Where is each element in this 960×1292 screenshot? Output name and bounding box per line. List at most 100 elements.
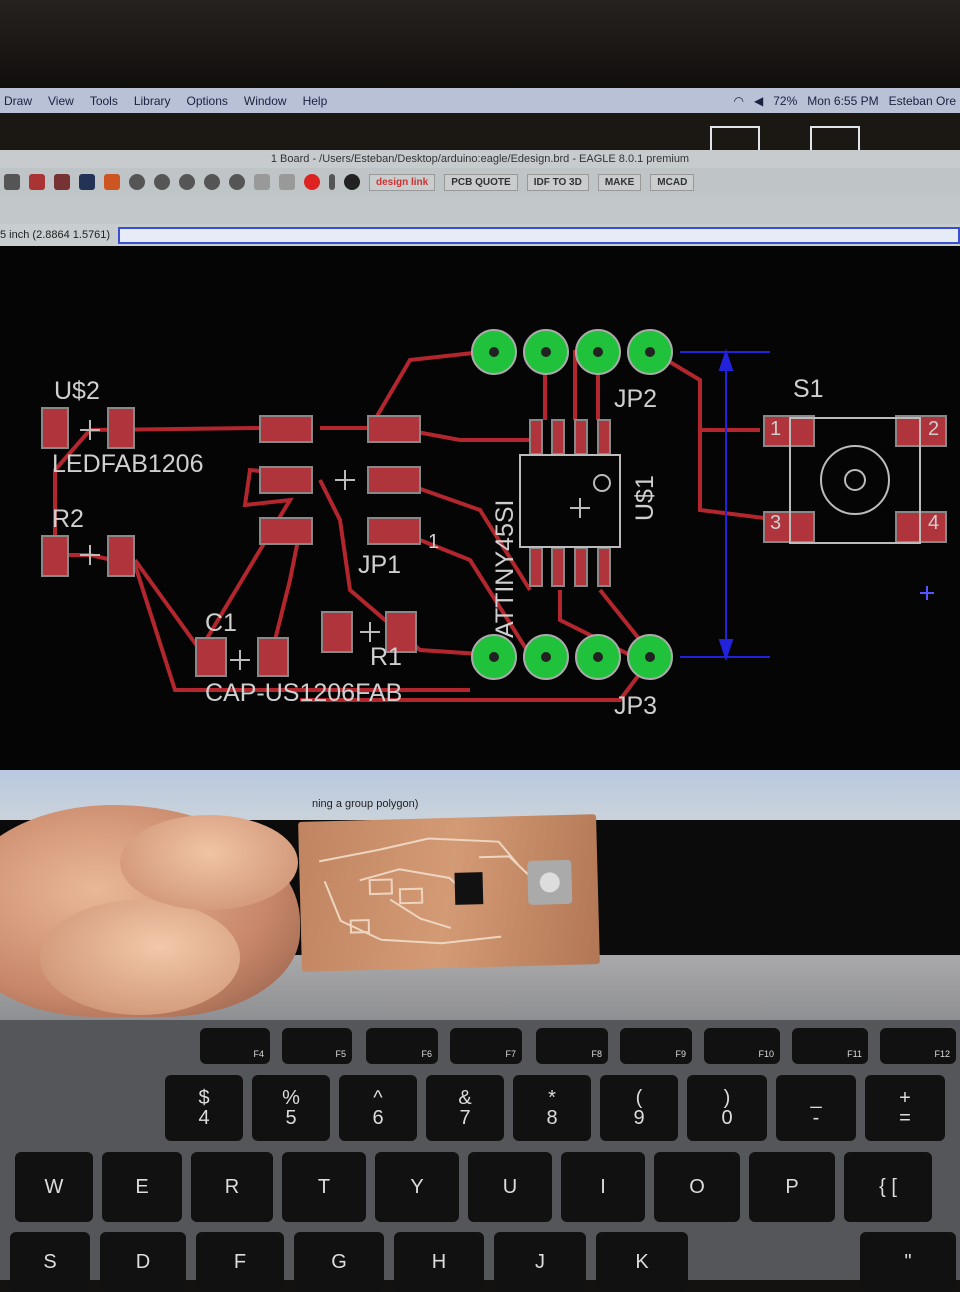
key-s[interactable]: S <box>10 1232 90 1292</box>
sch-icon[interactable] <box>29 174 45 190</box>
parameter-toolbar <box>0 196 960 224</box>
key-g[interactable]: G <box>294 1232 384 1292</box>
label-jp3: JP3 <box>614 692 658 720</box>
key-r[interactable]: R <box>191 1152 273 1222</box>
key-d[interactable]: D <box>100 1232 186 1292</box>
key-5[interactable]: %5 <box>252 1075 330 1141</box>
desktop-window-outline <box>810 126 860 152</box>
thumb <box>40 900 240 1015</box>
key-0[interactable]: )0 <box>687 1075 767 1141</box>
menu-options[interactable]: Options <box>186 93 228 108</box>
key-f12[interactable]: F12 <box>880 1028 956 1064</box>
label-s1-pin2: 2 <box>928 418 940 440</box>
key-f[interactable]: F <box>196 1232 284 1292</box>
menu-window[interactable]: Window <box>243 93 287 108</box>
pcb-quote-button[interactable]: PCB QUOTE <box>444 173 518 191</box>
label-s1: S1 <box>793 375 824 403</box>
menu-help[interactable]: Help <box>302 93 328 108</box>
key-i[interactable]: I <box>561 1152 645 1222</box>
label-jp1-pin: 1 <box>428 531 440 553</box>
zoom-in-icon[interactable] <box>154 174 170 190</box>
label-s1-pin4: 4 <box>928 512 940 534</box>
desktop-background <box>0 113 960 151</box>
help-icon[interactable] <box>344 174 360 190</box>
label-jp1: JP1 <box>358 551 402 579</box>
wifi-icon[interactable]: ◠ <box>733 93 744 108</box>
key-o[interactable]: O <box>654 1152 740 1222</box>
menu-library[interactable]: Library <box>133 93 171 108</box>
key-f8[interactable]: F8 <box>536 1028 608 1064</box>
key-h[interactable]: H <box>394 1232 484 1292</box>
redo-icon[interactable] <box>279 174 295 190</box>
key-k[interactable]: K <box>596 1232 688 1292</box>
key-equals[interactable]: += <box>865 1075 945 1141</box>
key-quote[interactable]: " <box>860 1232 956 1292</box>
key-p[interactable]: P <box>749 1152 835 1222</box>
make-button[interactable]: MAKE <box>597 173 642 191</box>
toolbar: design link PCB QUOTE IDF TO 3D MAKE MCA… <box>0 168 960 196</box>
label-u2: U$2 <box>54 377 100 405</box>
key-f10[interactable]: F10 <box>704 1028 780 1064</box>
ulp-icon[interactable] <box>104 174 120 190</box>
smd-pads <box>41 407 947 677</box>
design-link-button[interactable]: design link <box>369 173 436 191</box>
idf-to-3d-button[interactable]: IDF TO 3D <box>526 173 589 191</box>
key-f7[interactable]: F7 <box>450 1028 522 1064</box>
key-minus[interactable]: _- <box>776 1075 856 1141</box>
coordinate-readout: 5 inch (2.8864 1.5761) <box>0 229 111 241</box>
silkscreen <box>80 417 921 670</box>
label-s1-pin1: 1 <box>770 418 782 440</box>
zoom-out-icon[interactable] <box>179 174 195 190</box>
key-e[interactable]: E <box>102 1152 182 1222</box>
zoom-select-icon[interactable] <box>229 174 245 190</box>
label-chip: ATTINY45SI <box>491 499 519 638</box>
key-f6[interactable]: F6 <box>366 1028 438 1064</box>
key-7[interactable]: &7 <box>426 1075 504 1141</box>
scr-icon[interactable] <box>79 174 95 190</box>
menu-draw[interactable]: Draw <box>4 93 33 108</box>
key-t[interactable]: T <box>282 1152 366 1222</box>
command-input[interactable] <box>118 226 960 244</box>
attiny45-chip <box>454 872 484 905</box>
key-f9[interactable]: F9 <box>620 1028 692 1064</box>
keyboard: F4 F5 F6 F7 F8 F9 F10 F11 F12 $4 %5 ^6 &… <box>0 1020 960 1292</box>
board-canvas[interactable]: U$2 LEDFAB1206 R2 C1 CAP-US1206FAB R1 JP… <box>0 246 960 770</box>
pcb-layout <box>41 329 947 702</box>
label-cap: CAP-US1206FAB <box>205 679 403 707</box>
zoom-redraw-icon[interactable] <box>204 174 220 190</box>
dimension-line <box>680 348 934 662</box>
key-u[interactable]: U <box>468 1152 552 1222</box>
key-w[interactable]: W <box>15 1152 93 1222</box>
library-icon[interactable] <box>54 174 70 190</box>
menu-bar: Draw View Tools Library Options Window H… <box>0 88 960 113</box>
key-4[interactable]: $4 <box>165 1075 243 1141</box>
label-c1: C1 <box>205 609 237 637</box>
tool-icon[interactable] <box>4 174 20 190</box>
menu-tools[interactable]: Tools <box>89 93 118 108</box>
key-y[interactable]: Y <box>375 1152 459 1222</box>
label-ledfab1206: LEDFAB1206 <box>52 450 204 478</box>
clock[interactable]: Mon 6:55 PM <box>807 93 879 108</box>
volume-icon[interactable]: ◀ <box>753 93 764 108</box>
key-bracket[interactable]: { [ <box>844 1152 932 1222</box>
key-f5[interactable]: F5 <box>282 1028 352 1064</box>
label-s1-pin3: 3 <box>770 512 782 534</box>
key-f11[interactable]: F11 <box>792 1028 868 1064</box>
zoom-fit-icon[interactable] <box>129 174 145 190</box>
go-icon[interactable] <box>329 174 335 190</box>
status-message: ning a group polygon) <box>312 798 419 810</box>
key-6[interactable]: ^6 <box>339 1075 417 1141</box>
user-name[interactable]: Esteban Ore <box>888 93 956 108</box>
key-9[interactable]: (9 <box>600 1075 678 1141</box>
menu-view[interactable]: View <box>48 93 74 108</box>
mcad-button[interactable]: MCAD <box>650 173 695 191</box>
battery-status[interactable]: 72% <box>773 93 798 108</box>
key-j[interactable]: J <box>494 1232 586 1292</box>
key-8[interactable]: *8 <box>513 1075 591 1141</box>
label-r1: R1 <box>370 643 402 671</box>
key-f4[interactable]: F4 <box>200 1028 270 1064</box>
stop-icon[interactable] <box>304 174 320 190</box>
undo-icon[interactable] <box>254 174 270 190</box>
window-title: 1 Board - /Users/Esteban/Desktop/arduino… <box>0 150 960 168</box>
label-r2: R2 <box>52 505 84 533</box>
